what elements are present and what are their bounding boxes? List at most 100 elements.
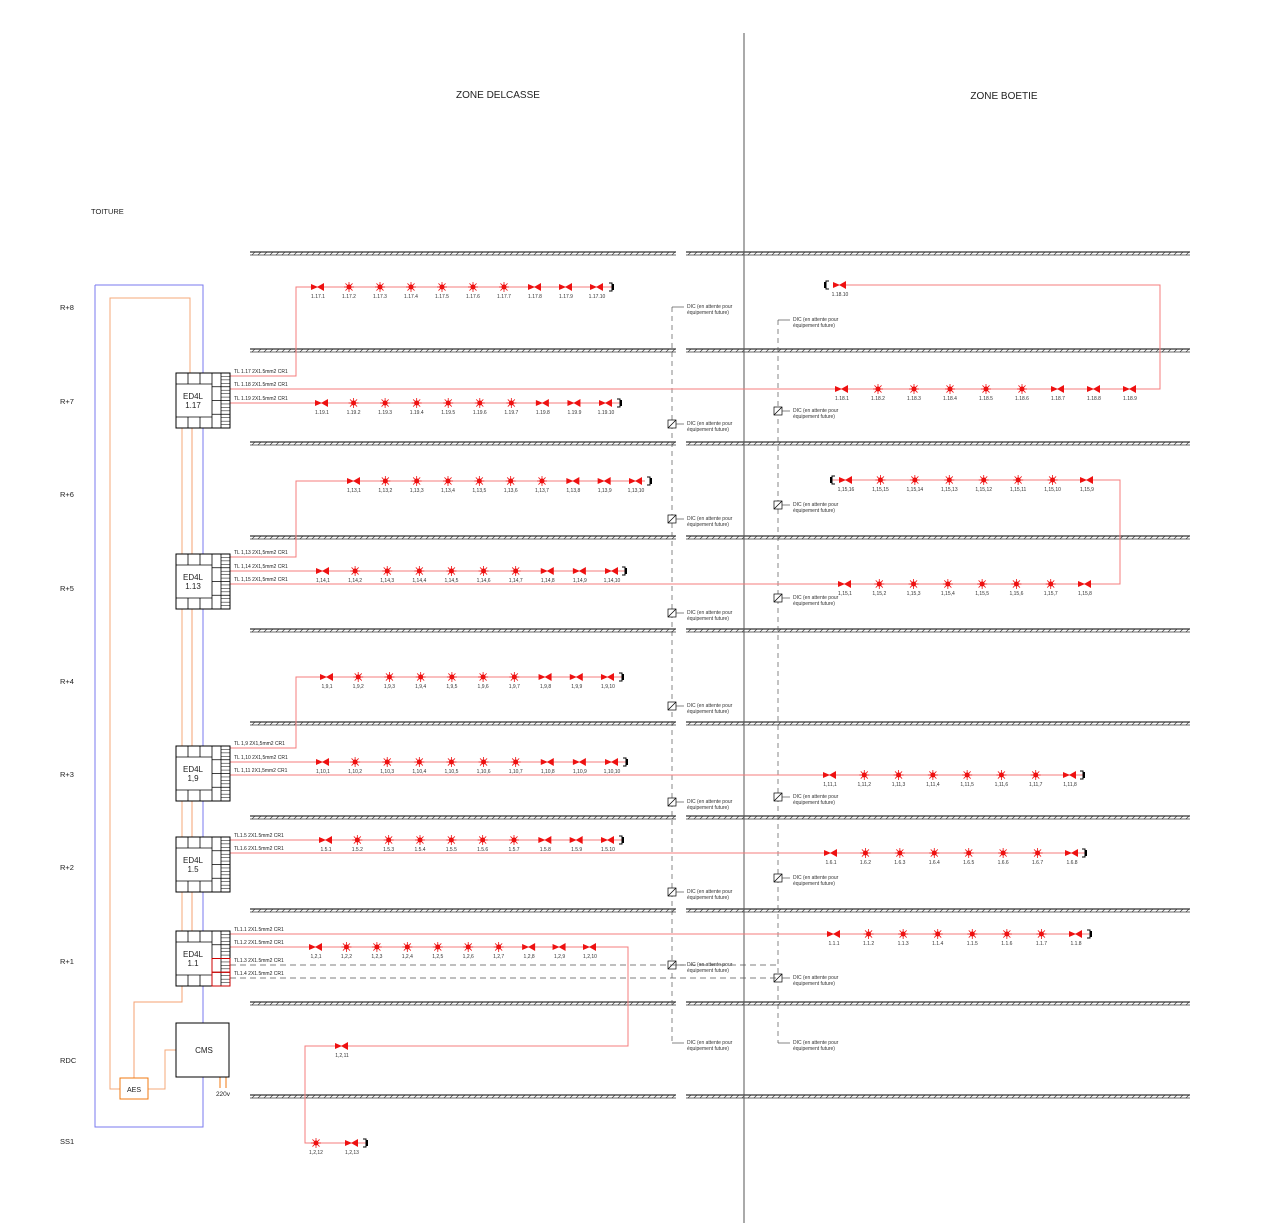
flash-device[interactable]: 1.6.6 <box>998 848 1009 866</box>
aes-unit[interactable]: AES <box>119 1077 149 1100</box>
flash-device[interactable]: 1,2,2 <box>341 942 352 960</box>
flash-device[interactable]: 1,9,5 <box>446 672 458 690</box>
circuit-1.10[interactable]: TL 1,10 2X1,5mm2 CR1 <box>230 755 626 763</box>
flash-device[interactable]: 1,14,6 <box>477 566 491 584</box>
sounder-device[interactable]: 1,10,8 <box>540 758 555 775</box>
sounder-device[interactable]: 1.5.9 <box>569 836 583 853</box>
sounder-device[interactable]: 1.18.10 <box>832 281 849 298</box>
flash-device[interactable]: 1,10,2 <box>348 757 362 775</box>
flash-device[interactable]: 1,14,5 <box>444 566 459 584</box>
flash-device[interactable]: 1.18.2 <box>871 384 885 402</box>
flash-device[interactable]: 1,10,5 <box>444 757 459 775</box>
sounder-device[interactable]: 1.19.8 <box>535 399 550 416</box>
flash-device[interactable]: 1.5.5 <box>446 835 457 853</box>
sounder-device[interactable]: 1.17.10 <box>589 283 606 300</box>
flash-device[interactable]: 1,13,6 <box>504 476 518 494</box>
flash-device[interactable]: 1.19.6 <box>473 398 487 416</box>
flash-device[interactable]: 1.6.5 <box>963 848 974 866</box>
flash-device[interactable]: 1,15,5 <box>975 579 989 597</box>
sounder-device[interactable]: 1.17.8 <box>528 283 542 300</box>
sounder-device[interactable]: 1.18.9 <box>1123 385 1137 402</box>
circuit-1.14[interactable]: TL 1,14 2X1,5mm2 CR1 <box>230 564 625 572</box>
sounder-device[interactable]: 1,2,10 <box>583 943 597 960</box>
sounder-device[interactable]: 1,9,10 <box>601 673 615 690</box>
flash-device[interactable]: 1.18.6 <box>1015 384 1029 402</box>
circuit-1.1[interactable]: TL1.1 2X1.5mm2 CR1 <box>230 927 1090 935</box>
sounder-device[interactable]: 1,15,16 <box>838 476 855 493</box>
flash-device[interactable]: 1,2,12 <box>309 1138 323 1156</box>
sounder-device[interactable]: 1,14,9 <box>572 567 587 584</box>
sounder-device[interactable]: 1.6.8 <box>1065 849 1078 866</box>
sounder-device[interactable]: 1,15,9 <box>1080 476 1094 493</box>
flash-device[interactable]: 1.1.2 <box>863 929 874 947</box>
sounder-device[interactable]: 1.19.10 <box>598 399 615 416</box>
flash-device[interactable]: 1,13,7 <box>535 476 549 494</box>
circuit-wire[interactable] <box>230 480 645 558</box>
flash-device[interactable]: 1,9,7 <box>509 672 520 690</box>
sounder-device[interactable]: 1,2,8 <box>522 943 536 960</box>
sounder-device[interactable]: 1,13,8 <box>566 477 581 494</box>
flash-device[interactable]: 1.5.4 <box>414 835 426 853</box>
circuit-1.19[interactable]: TL 1.19 2X1.5mm2 CR1 <box>230 396 620 404</box>
flash-device[interactable]: 1,15,2 <box>872 579 886 597</box>
sounder-device[interactable]: 1.5.1 <box>319 836 332 853</box>
sounder-device[interactable]: 1,14,1 <box>316 567 330 584</box>
flash-device[interactable]: 1,2,6 <box>463 942 474 960</box>
flash-device[interactable]: 1,9,6 <box>478 672 489 690</box>
circuit-1.6[interactable]: TL1.6 2X1.5mm2 CR1 <box>230 846 1085 854</box>
flash-device[interactable]: 1.6.7 <box>1032 848 1043 866</box>
flash-device[interactable]: 1.5.3 <box>383 835 394 853</box>
flash-device[interactable]: 1.1.6 <box>1001 929 1013 947</box>
sounder-device[interactable]: 1,15,8 <box>1078 580 1092 597</box>
flash-device[interactable]: 1,15,14 <box>907 475 924 493</box>
circuit-1.13[interactable]: TL 1,13 2X1,5mm2 CR1 <box>230 480 645 558</box>
sounder-device[interactable]: 1,10,10 <box>604 758 621 775</box>
sounder-device[interactable]: 1,2,9 <box>552 943 566 960</box>
flash-device[interactable]: 1,15,15 <box>872 475 889 493</box>
flash-device[interactable]: 1.17.7 <box>497 282 511 300</box>
flash-device[interactable]: 1,10,4 <box>412 757 427 775</box>
circuit-1.18[interactable]: TL 1.18 2X1.5mm2 CR1 <box>230 284 1161 390</box>
sounder-device[interactable]: 1,13,10 <box>628 477 645 494</box>
flash-device[interactable]: 1.18.4 <box>943 384 957 402</box>
sounder-device[interactable]: 1,13,1 <box>347 477 361 494</box>
sounder-device[interactable]: 1.18.8 <box>1087 385 1101 402</box>
flash-device[interactable]: 1.19.3 <box>378 398 392 416</box>
sounder-device[interactable]: 1,11,1 <box>823 771 837 788</box>
flash-device[interactable]: 1.18.3 <box>907 384 921 402</box>
flash-device[interactable]: 1,15,11 <box>1010 475 1027 493</box>
flash-device[interactable]: 1,2,4 <box>402 942 413 960</box>
flash-device[interactable]: 1,10,6 <box>477 757 491 775</box>
circuit-1.15[interactable]: TL 1,15 2X1,5mm2 CR1 <box>230 479 1121 585</box>
flash-device[interactable]: 1.17.2 <box>342 282 356 300</box>
flash-device[interactable]: 1.1.4 <box>932 929 943 947</box>
flash-device[interactable]: 1.1.7 <box>1036 929 1047 947</box>
flash-device[interactable]: 1.18.5 <box>979 384 993 402</box>
flash-device[interactable]: 1.5.2 <box>352 835 363 853</box>
flash-device[interactable]: 1,10,3 <box>380 757 394 775</box>
sounder-device[interactable]: 1,15,1 <box>838 580 852 597</box>
sounder-device[interactable]: 1.18.7 <box>1051 385 1065 402</box>
sounder-device[interactable]: 1.17.1 <box>311 283 325 300</box>
sounder-device[interactable]: 1,9,1 <box>320 673 333 690</box>
sounder-device[interactable]: 1.5.8 <box>538 836 552 853</box>
sounder-device[interactable]: 1,2,11 <box>335 1042 349 1059</box>
sounder-device[interactable]: 1.1.8 <box>1069 930 1082 947</box>
circuit-wire[interactable] <box>230 676 622 749</box>
circuit-wire[interactable] <box>230 479 1121 585</box>
sounder-device[interactable]: 1,9,9 <box>569 673 583 690</box>
circuit-wire[interactable] <box>230 286 612 377</box>
sounder-device[interactable]: 1.6.1 <box>824 849 837 866</box>
flash-device[interactable]: 1.6.2 <box>860 848 871 866</box>
circuit-wire[interactable] <box>230 946 629 1144</box>
flash-device[interactable]: 1,2,5 <box>432 942 444 960</box>
circuit-wire[interactable] <box>230 284 1161 390</box>
flash-device[interactable]: 1,9,3 <box>384 672 395 690</box>
circuit-1.2[interactable]: TL1.2 2X1.5mm2 CR1 <box>230 940 629 1144</box>
flash-device[interactable]: 1,14,7 <box>509 566 523 584</box>
flash-device[interactable]: 1,10,7 <box>509 757 523 775</box>
